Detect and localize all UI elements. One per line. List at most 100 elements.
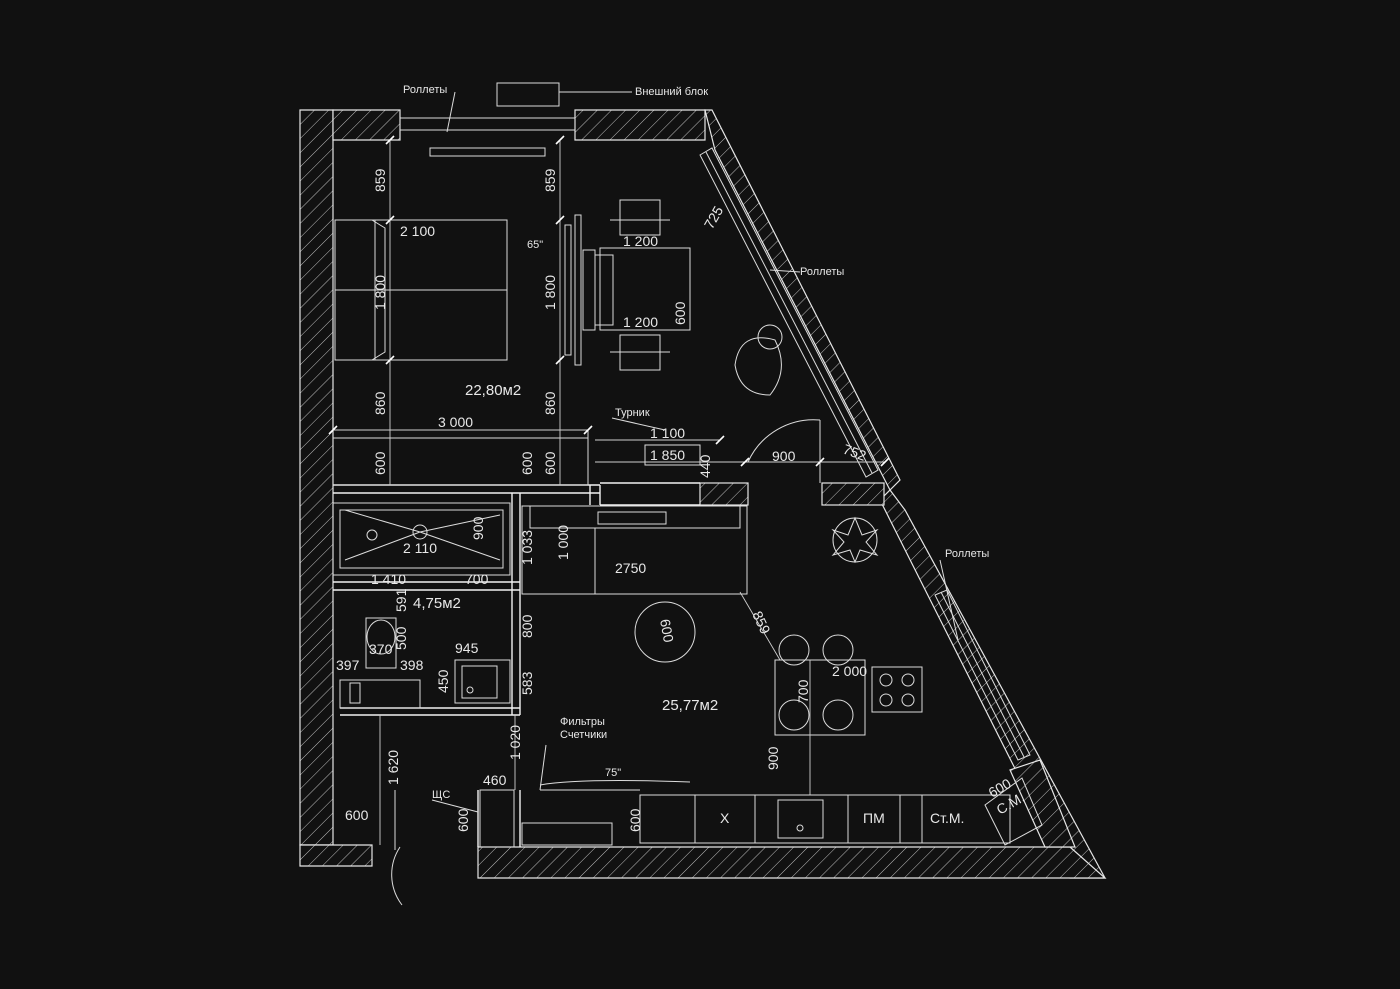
dim-1020: 1 020 bbox=[507, 725, 523, 760]
wall-bottom-left bbox=[299, 844, 373, 867]
label-tv-65: 65" bbox=[527, 239, 543, 251]
dim-945: 945 bbox=[455, 640, 479, 656]
dim-398: 398 bbox=[400, 657, 424, 673]
dim-2100: 2 100 bbox=[400, 223, 435, 239]
dim-600-b: 600 bbox=[519, 451, 535, 475]
dim-900-bath: 900 bbox=[470, 516, 486, 540]
dim-600-a: 600 bbox=[372, 451, 388, 475]
dim-2000: 2 000 bbox=[832, 663, 867, 679]
dim-600-c: 600 bbox=[542, 451, 558, 475]
kitchen-sink bbox=[777, 799, 824, 839]
dim-3000: 3 000 bbox=[438, 414, 473, 430]
living-room bbox=[521, 505, 748, 663]
dim-859-diag: 859 bbox=[749, 609, 773, 637]
dim-500: 500 bbox=[393, 626, 409, 650]
chair-top bbox=[619, 199, 661, 236]
dim-600-wall: 600 bbox=[627, 808, 643, 832]
dim-860-mid: 860 bbox=[542, 391, 558, 415]
dim-460: 460 bbox=[483, 772, 507, 788]
label-shch: ЩС bbox=[432, 789, 450, 801]
area-living: 25,77м2 bbox=[662, 697, 718, 714]
wall-right-kitchen bbox=[1009, 759, 1076, 848]
dining-set-top bbox=[599, 199, 691, 371]
dim-700-bath: 700 bbox=[465, 571, 489, 587]
dimension-ticks bbox=[328, 135, 890, 467]
dim-860-left: 860 bbox=[372, 391, 388, 415]
appliance-pm: ПМ bbox=[863, 810, 885, 826]
kitchen-chair-1 bbox=[778, 634, 810, 666]
cooktop bbox=[871, 666, 923, 713]
armchair bbox=[734, 324, 783, 396]
dim-600-round: 600 bbox=[657, 618, 677, 644]
top-window bbox=[399, 82, 632, 157]
dim-859-mid: 859 bbox=[542, 168, 558, 192]
dim-1800-left: 1 800 bbox=[372, 275, 388, 310]
bedroom bbox=[334, 214, 614, 366]
dim-600-hall: 600 bbox=[345, 807, 369, 823]
bathtub-drain bbox=[412, 524, 428, 540]
kitchen-counter bbox=[639, 777, 1043, 846]
entrance-door bbox=[391, 846, 403, 906]
entrance bbox=[379, 715, 691, 906]
partitions bbox=[332, 429, 700, 847]
electric-panel bbox=[479, 789, 515, 848]
dim-1000: 1 000 bbox=[555, 525, 571, 560]
dim-2750: 2750 bbox=[615, 560, 646, 576]
wall-top-left bbox=[332, 109, 401, 141]
bathroom bbox=[332, 502, 511, 709]
label-rollets-right-bottom: Роллеты bbox=[945, 548, 989, 560]
kitchen-table bbox=[774, 659, 866, 736]
label-meters: Счетчики bbox=[560, 729, 607, 741]
dim-600-table: 600 bbox=[672, 301, 688, 325]
appliance-x: Х bbox=[720, 810, 730, 826]
dim-1100: 1 100 bbox=[650, 425, 685, 441]
kitchen-chair-4 bbox=[822, 699, 854, 731]
dim-1200-top: 1 200 bbox=[623, 233, 658, 249]
dim-800: 800 bbox=[519, 614, 535, 638]
dim-700-table: 700 bbox=[795, 679, 811, 703]
bathroom-sink bbox=[454, 659, 511, 704]
plant-icon bbox=[831, 516, 879, 564]
label-tv-75: 75" bbox=[605, 767, 621, 779]
dim-440: 440 bbox=[697, 454, 713, 478]
dim-1033: 1 033 bbox=[519, 530, 535, 565]
outer-unit-box bbox=[496, 82, 560, 107]
dim-1850: 1 850 bbox=[650, 447, 685, 463]
dim-583: 583 bbox=[519, 671, 535, 695]
dim-900-door: 900 bbox=[772, 448, 796, 464]
coffee-table-round bbox=[634, 601, 696, 663]
label-rollets-right-top: Роллеты bbox=[800, 266, 844, 278]
appliance-st-m: Ст.М. bbox=[930, 810, 964, 826]
dim-1800-mid: 1 800 bbox=[542, 275, 558, 310]
diagonal-window bbox=[699, 147, 1031, 761]
dim-1410: 1 410 bbox=[371, 571, 406, 587]
dim-725: 725 bbox=[701, 203, 727, 231]
area-bathroom: 4,75м2 bbox=[413, 595, 461, 612]
wall-corner-block bbox=[821, 482, 885, 506]
wall-column-mid bbox=[699, 482, 749, 506]
area-bedroom: 22,80м2 bbox=[465, 382, 521, 399]
tv-65 bbox=[564, 224, 572, 356]
balcony-door bbox=[745, 419, 885, 483]
bedroom-dims bbox=[333, 140, 588, 485]
kitchen-chair-3 bbox=[778, 699, 810, 731]
dim-900-kitchen: 900 bbox=[765, 746, 781, 770]
dim-752: 752 bbox=[841, 441, 869, 464]
dim-591: 591 bbox=[393, 588, 409, 612]
dim-397: 397 bbox=[336, 657, 360, 673]
kitchen-dining bbox=[774, 634, 923, 795]
dim-1620: 1 620 bbox=[385, 750, 401, 785]
kitchen-chair-2 bbox=[822, 634, 854, 666]
dim-2110: 2 110 bbox=[403, 540, 437, 556]
label-rollets-top: Роллеты bbox=[403, 84, 447, 96]
label-turnik: Турник bbox=[615, 407, 650, 419]
toilet bbox=[365, 617, 397, 669]
bathtub bbox=[332, 502, 511, 576]
label-outer-unit: Внешний блок bbox=[635, 86, 708, 98]
dim-1200-bot: 1 200 bbox=[623, 314, 658, 330]
dim-450: 450 bbox=[435, 669, 451, 693]
wall-left bbox=[299, 109, 334, 846]
wall-diagonal bbox=[704, 109, 901, 492]
turnik bbox=[595, 417, 745, 466]
